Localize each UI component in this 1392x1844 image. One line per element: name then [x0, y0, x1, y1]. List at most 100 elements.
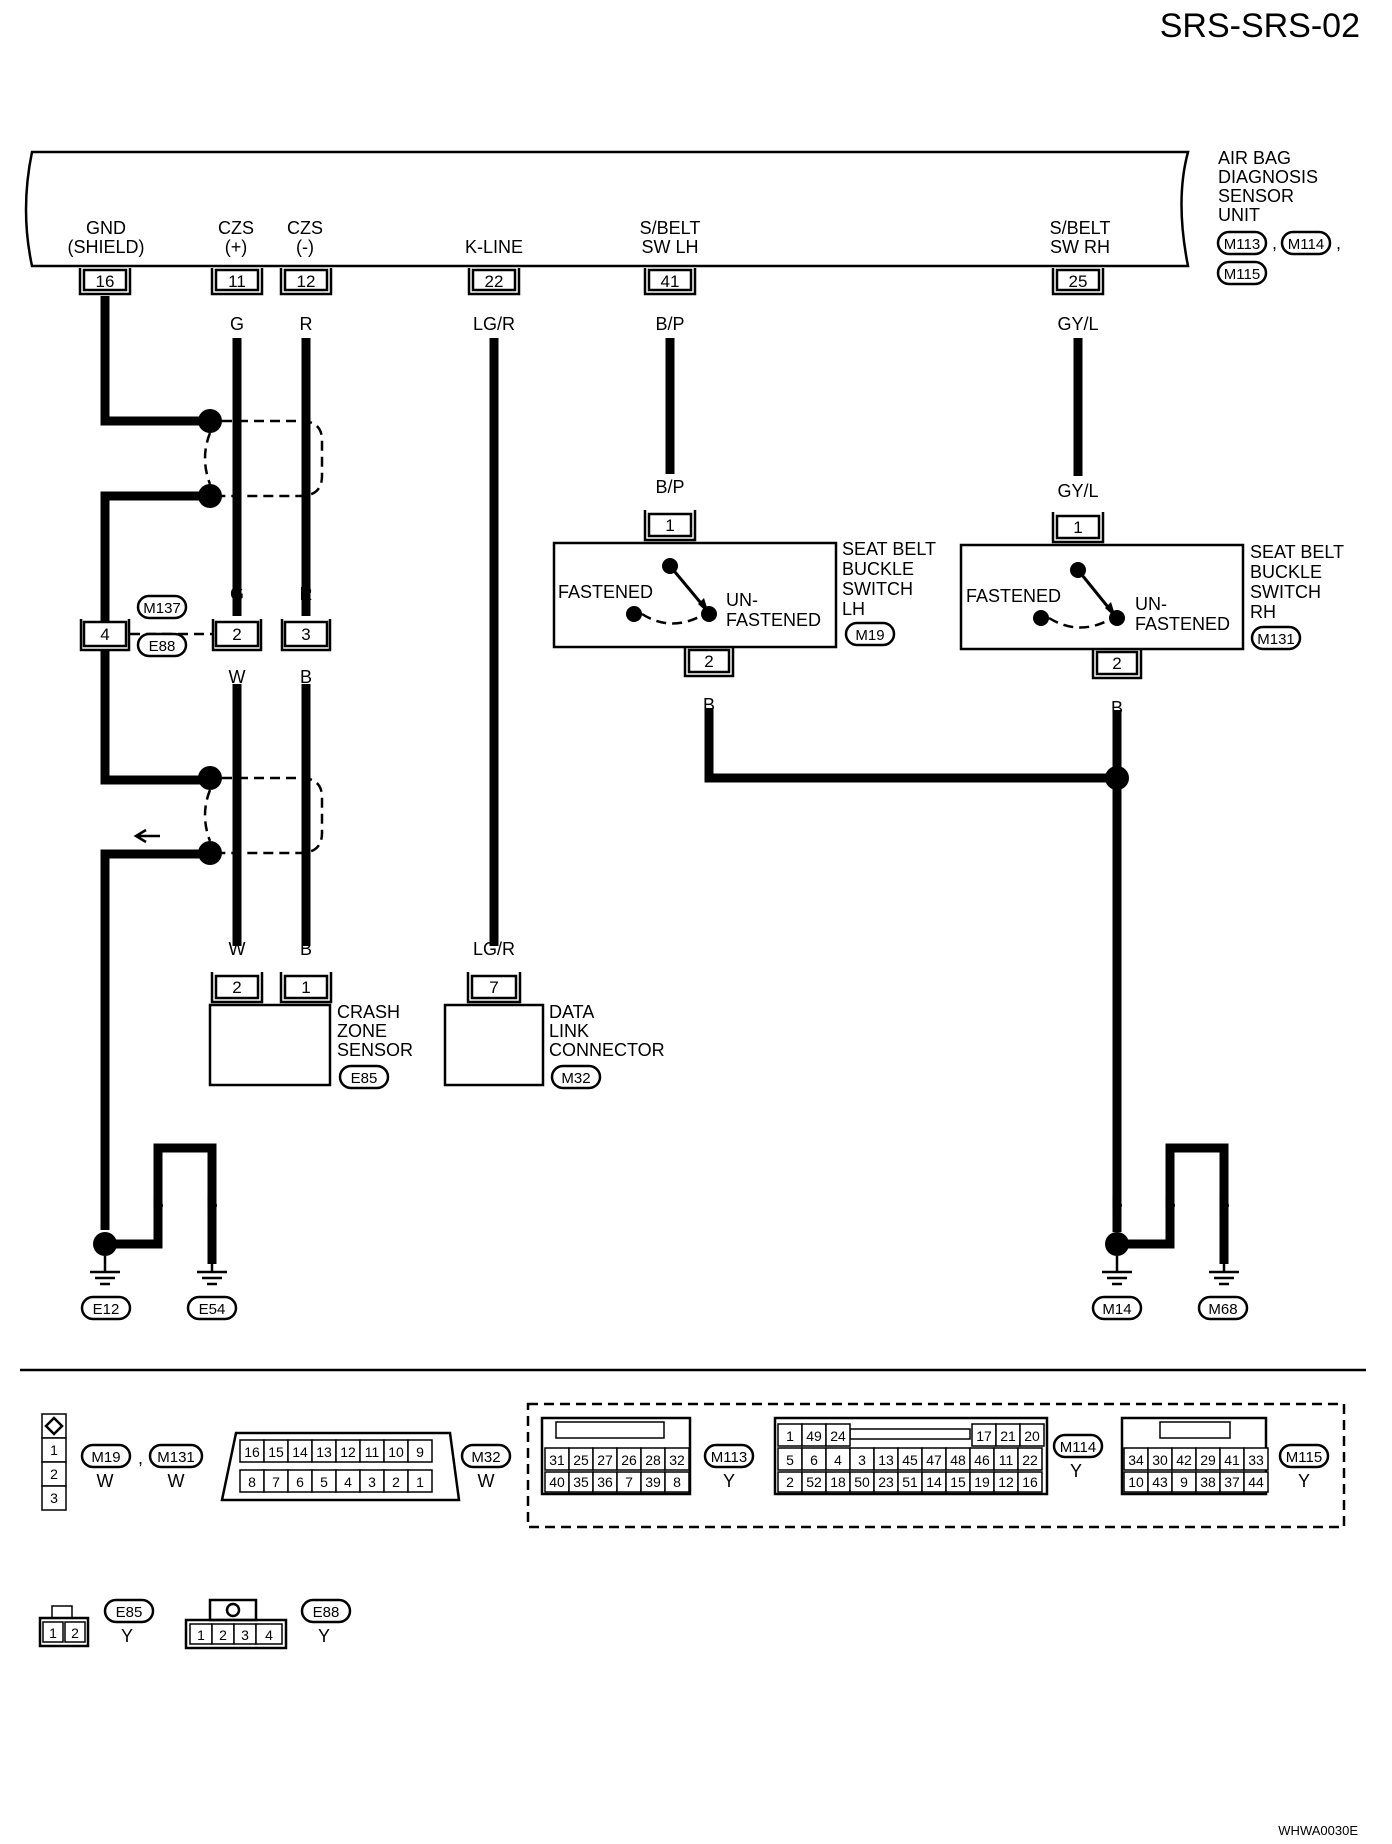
svg-text:LH: LH	[842, 599, 865, 619]
svg-text:UN-: UN-	[1135, 594, 1167, 614]
svg-text:1: 1	[197, 1627, 205, 1643]
m115-pin: 9	[1180, 1474, 1188, 1490]
m32-pin: 12	[340, 1444, 356, 1460]
svg-text:3: 3	[50, 1490, 58, 1506]
m113-pin: 8	[673, 1474, 681, 1490]
svg-text:11: 11	[228, 272, 246, 291]
svg-text:1: 1	[301, 978, 310, 997]
svg-text:(-): (-)	[296, 237, 314, 257]
ground-left: B B E12 E54	[80, 1193, 238, 1321]
m32-pin: 1	[416, 1474, 424, 1490]
svg-text:SENSOR: SENSOR	[337, 1040, 413, 1060]
seat-belt-lh-label: SEAT BELT BUCKLE SWITCH LH	[842, 539, 936, 619]
svg-text:SENSOR: SENSOR	[1218, 186, 1294, 206]
svg-text:M14: M14	[1102, 1301, 1131, 1318]
svg-text:B: B	[1218, 1193, 1230, 1213]
svg-text:CZS: CZS	[287, 218, 323, 238]
m114-pin: 14	[926, 1474, 942, 1490]
svg-text:4: 4	[265, 1627, 273, 1643]
svg-text:1: 1	[665, 516, 674, 535]
svg-text:G: G	[230, 314, 244, 334]
m32-pin: 15	[268, 1444, 284, 1460]
m113-pin: 39	[645, 1474, 661, 1490]
svg-text:S/BELT: S/BELT	[1050, 218, 1111, 238]
m114-pin: 47	[926, 1452, 942, 1468]
m114-pin: 1	[786, 1428, 794, 1444]
joint-connector: 4 2 3 M137 E88 G R W B	[79, 584, 332, 687]
crash-zone-sensor: W B 2 1 CRASH ZONE SENSOR E85	[208, 939, 413, 1090]
svg-text:,: ,	[1336, 233, 1341, 253]
m115-pin: 42	[1176, 1452, 1192, 1468]
svg-text:FASTENED: FASTENED	[966, 586, 1061, 606]
svg-text:3: 3	[301, 625, 310, 644]
svg-text:M114: M114	[1060, 1439, 1096, 1456]
splice-point	[1105, 766, 1129, 790]
svg-text:B/P: B/P	[655, 477, 684, 497]
airbag-unit-connectors: M113 , M114 , M115	[1216, 230, 1341, 286]
svg-text:GND: GND	[86, 218, 126, 238]
svg-text:2: 2	[232, 978, 241, 997]
m113-pin: 7	[625, 1474, 633, 1490]
svg-text:M131: M131	[1257, 631, 1295, 648]
svg-text:W: W	[97, 1471, 114, 1491]
m114-pin: 5	[786, 1452, 794, 1468]
m114-pin: 20	[1024, 1428, 1040, 1444]
drawing-code: WHWA0030E	[1278, 1823, 1358, 1838]
svg-text:M131: M131	[157, 1449, 195, 1466]
svg-text:SW LH: SW LH	[641, 237, 698, 257]
m113-pin: 28	[645, 1452, 661, 1468]
svg-text:RH: RH	[1250, 602, 1276, 622]
seat-belt-switch-rh: GY/L 1 FASTENED UN- FASTENED 2 B SEAT BE…	[959, 481, 1344, 718]
m114-pin: 6	[810, 1452, 818, 1468]
page-title: SRS-SRS-02	[1160, 7, 1360, 45]
m114-pin: 45	[902, 1452, 918, 1468]
svg-text:,: ,	[138, 1448, 143, 1468]
svg-text:UNIT: UNIT	[1218, 205, 1260, 225]
svg-text:M113: M113	[1224, 236, 1260, 253]
svg-text:FASTENED: FASTENED	[1135, 614, 1230, 634]
m114-pin: 13	[878, 1452, 894, 1468]
svg-text:M19: M19	[91, 1449, 120, 1466]
m114-cell	[1019, 1423, 1045, 1447]
m114-pin: 52	[806, 1474, 822, 1490]
svg-text:CRASH: CRASH	[337, 1002, 400, 1022]
data-link-connector: LG/R 7 DATA LINK CONNECTOR M32	[443, 939, 665, 1090]
svg-text:FASTENED: FASTENED	[558, 582, 653, 602]
m114-pin: 4	[834, 1452, 842, 1468]
svg-text:Y: Y	[1298, 1471, 1310, 1491]
svg-text:SEAT BELT: SEAT BELT	[842, 539, 936, 559]
m32-pin: 14	[292, 1444, 308, 1460]
m32-pin: 6	[296, 1474, 304, 1490]
svg-text:B/P: B/P	[655, 314, 684, 334]
m114-pin: 18	[830, 1474, 846, 1490]
svg-text:M32: M32	[561, 1070, 590, 1087]
svg-text:3: 3	[241, 1627, 249, 1643]
airbag-unit-body	[24, 150, 1190, 268]
svg-text:BUCKLE: BUCKLE	[842, 559, 914, 579]
m114-pin: 48	[950, 1452, 966, 1468]
svg-text:SWITCH: SWITCH	[1250, 582, 1321, 602]
svg-text:K-LINE: K-LINE	[465, 237, 523, 257]
svg-text:R: R	[300, 314, 313, 334]
svg-text:R: R	[300, 584, 313, 604]
svg-text:E85: E85	[351, 1070, 378, 1087]
m114-pin: 24	[830, 1428, 846, 1444]
m113-pin: 25	[573, 1452, 589, 1468]
m32-cell	[407, 1439, 433, 1463]
svg-text:E88: E88	[149, 638, 176, 655]
svg-text:W: W	[229, 667, 246, 687]
svg-text:S/BELT: S/BELT	[640, 218, 701, 238]
m114-pin: 2	[786, 1474, 794, 1490]
shield-lower	[198, 766, 324, 865]
wires	[100, 296, 1229, 1264]
svg-text:41: 41	[661, 272, 680, 291]
m115-cell	[1243, 1447, 1269, 1471]
seat-belt-rh-label: SEAT BELT BUCKLE SWITCH RH	[1250, 542, 1344, 622]
svg-text:M114: M114	[1288, 236, 1324, 253]
m115-pin: 43	[1152, 1474, 1168, 1490]
svg-text:E85: E85	[116, 1604, 143, 1621]
svg-text:B: B	[206, 1193, 218, 1213]
svg-text:M68: M68	[1208, 1301, 1237, 1318]
arrow-left-icon	[133, 828, 160, 844]
